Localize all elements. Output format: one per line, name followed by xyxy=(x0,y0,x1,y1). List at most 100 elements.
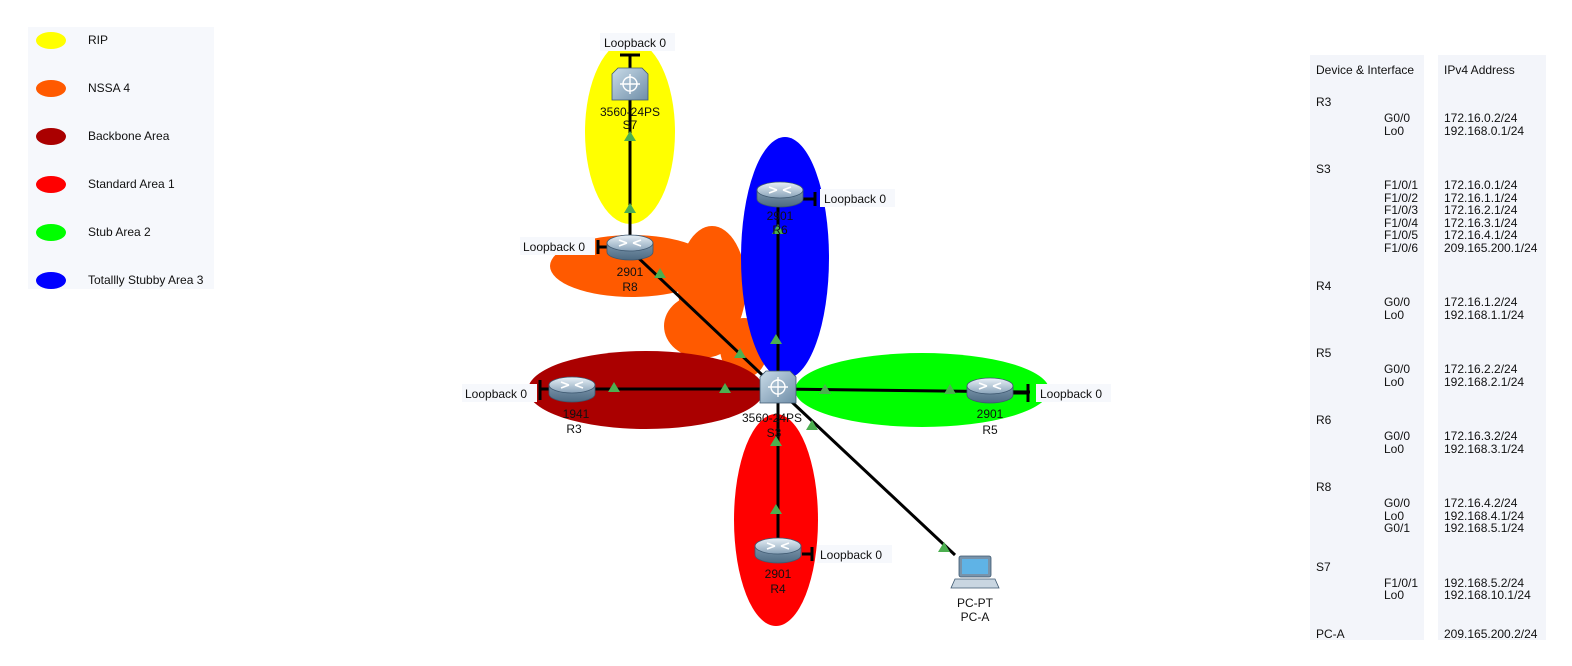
legend-item: Totallly Stubby Area 3 xyxy=(36,270,203,290)
address-table-ip: 192.168.3.1/24 xyxy=(1444,441,1525,456)
address-table-device: R6 xyxy=(1316,413,1332,427)
address-table-ip-column xyxy=(1438,55,1546,640)
address-table-ip: 192.168.10.1/24 xyxy=(1444,588,1531,602)
link-up-icon xyxy=(819,384,831,394)
legend-item: NSSA 4 xyxy=(36,78,130,98)
legend-swatch xyxy=(36,223,66,241)
address-table-interface: F1/0/1 xyxy=(1384,178,1419,192)
device-s7[interactable]: 3560-24PS S7 xyxy=(600,67,660,132)
address-table-ip: 172.16.0.1/24 xyxy=(1444,178,1518,192)
address-table-interface: F1/0/5 xyxy=(1384,228,1419,242)
router-icon xyxy=(606,234,654,261)
loopback-labels: Loopback 0 Loopback 0 Loopback 0 Loopbac… xyxy=(462,33,1111,563)
router-icon xyxy=(754,537,802,564)
address-table-device-column xyxy=(1310,55,1424,640)
device-model-label: 1941 xyxy=(563,407,590,421)
address-table-interface: Lo0 xyxy=(1384,588,1405,602)
link-status-indicators xyxy=(608,131,956,552)
router-icon xyxy=(966,377,1014,404)
device-r5[interactable]: 2901 R5 xyxy=(966,377,1014,437)
legend-swatch xyxy=(36,127,66,145)
link-r8-s3[interactable] xyxy=(628,248,778,390)
device-r6[interactable]: 2901 R6 xyxy=(756,181,804,237)
legend-item: Backbone Area xyxy=(36,126,169,146)
pc-icon xyxy=(950,555,1000,589)
link-up-icon xyxy=(608,382,620,392)
address-table-ip: 192.168.0.1/24 xyxy=(1444,123,1525,138)
device-name-label: PC-A xyxy=(961,610,990,624)
device-r3[interactable]: 1941 R3 xyxy=(548,376,596,436)
area-standard-1 xyxy=(734,414,818,626)
device-pc-a[interactable]: PC-PT PC-A xyxy=(950,555,1000,624)
legend-label: Standard Area 1 xyxy=(88,177,175,191)
link-up-icon xyxy=(770,334,782,344)
link-s3-pca[interactable] xyxy=(776,387,957,557)
address-table-ip: 209.165.200.1/24 xyxy=(1444,240,1538,255)
device-r8[interactable]: 2901 R8 xyxy=(606,234,654,294)
address-table-ip: 192.168.5.1/24 xyxy=(1444,521,1525,535)
link-up-icon xyxy=(719,383,731,393)
address-table-ip: 172.16.3.1/24 xyxy=(1444,215,1518,230)
loopback-label-r5: Loopback 0 xyxy=(1040,387,1102,401)
link-up-icon xyxy=(624,203,636,213)
address-table-ip: 172.16.1.2/24 xyxy=(1444,295,1518,309)
address-table-device: R3 xyxy=(1316,95,1332,109)
legend-label: Stub Area 2 xyxy=(88,225,151,239)
legend-item: Stub Area 2 xyxy=(36,222,151,242)
device-name-label: R5 xyxy=(982,423,998,437)
address-table-interface: Lo0 xyxy=(1384,123,1405,138)
device-name-label: S7 xyxy=(623,118,638,132)
router-icon xyxy=(756,181,804,208)
address-table-ip: 172.16.4.2/24 xyxy=(1444,496,1518,510)
address-table-ip: 192.168.4.1/24 xyxy=(1444,508,1525,523)
address-table-interface: F1/0/1 xyxy=(1384,575,1419,590)
address-table-interface: Lo0 xyxy=(1384,307,1405,322)
loopback-label-r8: Loopback 0 xyxy=(523,240,585,254)
device-model-label: 3560-24PS xyxy=(600,105,660,119)
address-table-interface: G0/0 xyxy=(1384,496,1411,510)
loopback-label-s7: Loopback 0 xyxy=(604,36,666,50)
address-table-interface: G0/1 xyxy=(1384,521,1411,535)
device-model-label: 2901 xyxy=(765,567,792,581)
link-up-icon xyxy=(944,384,956,394)
address-table-interface: F1/0/4 xyxy=(1384,215,1419,230)
device-r4[interactable]: 2901 R4 xyxy=(754,537,802,596)
link-up-icon xyxy=(938,542,950,552)
address-table-device: S7 xyxy=(1316,559,1331,574)
device-s3[interactable]: 3560-24PS S3 xyxy=(742,370,802,440)
address-table-device: R4 xyxy=(1316,279,1332,293)
device-model-label: 2901 xyxy=(617,265,644,279)
switch-icon xyxy=(611,67,649,101)
address-table-device: S3 xyxy=(1316,162,1331,176)
address-table-ip: 172.16.2.1/24 xyxy=(1444,203,1518,217)
address-table-device: R5 xyxy=(1316,346,1332,360)
address-table-ip: 172.16.1.1/24 xyxy=(1444,190,1518,205)
legend-label: Backbone Area xyxy=(88,129,170,143)
address-table-header-ip: IPv4 Address xyxy=(1444,63,1515,77)
address-table-ip: 209.165.200.2/24 xyxy=(1444,626,1538,641)
device-name-label: R4 xyxy=(770,582,786,596)
loopback-label-r6: Loopback 0 xyxy=(824,192,886,206)
device-model-label: 3560-24PS xyxy=(742,411,802,425)
address-table-interface: F1/0/2 xyxy=(1384,190,1419,205)
address-table-ip: 192.168.5.2/24 xyxy=(1444,575,1525,590)
switch-icon xyxy=(759,370,797,404)
device-name-label: R3 xyxy=(566,422,582,436)
address-table-ip: 172.16.4.1/24 xyxy=(1444,228,1518,242)
legend-swatch xyxy=(36,175,66,193)
legend-label: NSSA 4 xyxy=(88,81,131,95)
loopback-label-r4: Loopback 0 xyxy=(820,548,882,562)
address-table-device: R8 xyxy=(1316,480,1332,494)
legend-label: RIP xyxy=(88,33,109,47)
address-table-interface: G0/0 xyxy=(1384,111,1411,125)
link-up-icon xyxy=(734,348,746,358)
legend-swatch xyxy=(36,31,66,49)
link-up-icon xyxy=(806,420,818,430)
legend-swatch xyxy=(36,79,66,97)
address-table-interface: Lo0 xyxy=(1384,441,1405,456)
device-name-label: R6 xyxy=(772,223,788,237)
address-table-interface: F1/0/3 xyxy=(1384,203,1419,217)
loopback-stubs xyxy=(538,53,1030,561)
